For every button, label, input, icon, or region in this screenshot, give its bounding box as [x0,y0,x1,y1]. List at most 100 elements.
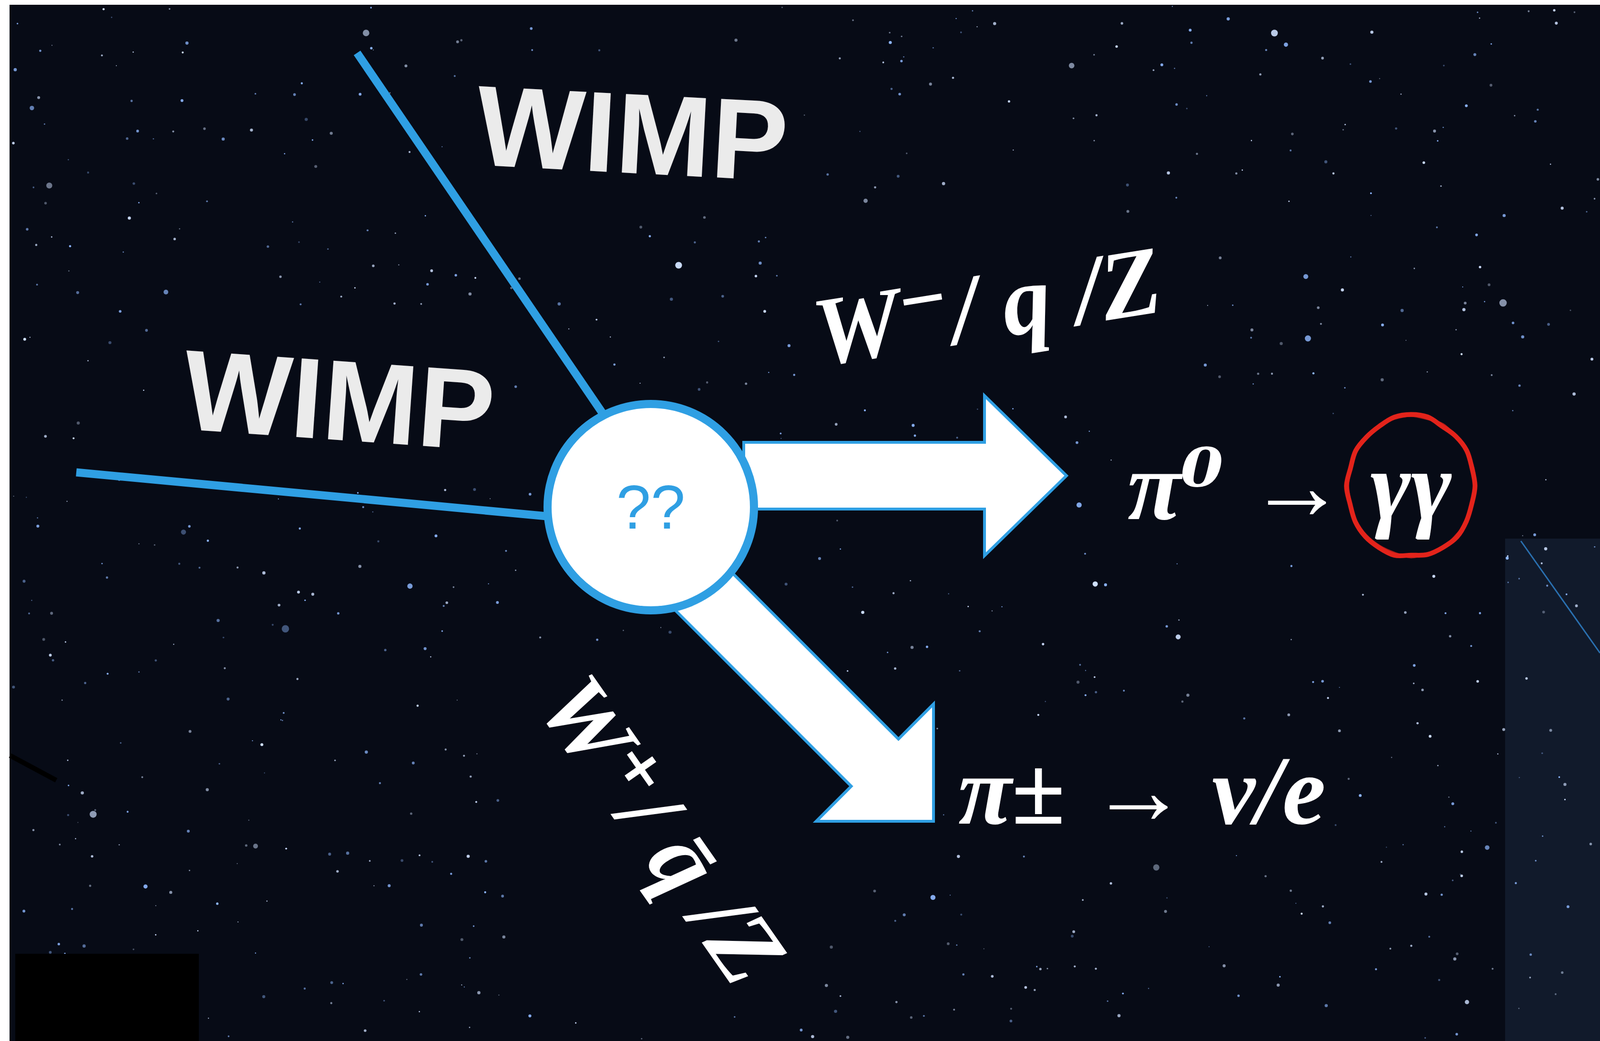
star [1424,1037,1426,1039]
page-margin [0,0,10,1041]
star [1586,211,1588,213]
star [873,186,877,189]
star [1573,11,1576,14]
star [803,114,806,116]
star [30,599,32,601]
star [1564,799,1566,801]
star [484,860,487,863]
star [1093,53,1095,56]
star [1235,172,1238,175]
star [1470,645,1473,647]
star [1410,944,1413,947]
star [1560,971,1564,975]
star [102,8,105,11]
star [154,934,157,936]
star [768,371,770,373]
star [223,667,226,670]
star [498,994,500,996]
star [763,309,767,313]
star [1448,635,1452,638]
star [251,740,253,742]
star [1241,169,1243,171]
star [706,381,709,384]
star [141,776,144,779]
star [1433,129,1436,133]
star [780,438,782,440]
star [1451,802,1455,806]
star [277,604,281,607]
star [1328,921,1332,925]
star [1252,383,1254,385]
star [669,297,674,301]
star [180,99,184,103]
star [453,74,456,77]
star [663,356,665,359]
star [956,855,961,859]
star [418,1011,421,1013]
star [46,182,53,189]
star [1473,53,1477,57]
star [293,93,297,97]
star [469,775,472,779]
star [153,544,156,546]
star [639,382,641,384]
star [955,944,958,946]
star [1347,778,1350,780]
page-margin [0,0,1600,5]
star [838,57,841,60]
star [1512,410,1514,412]
star [895,1001,898,1004]
star [1303,274,1309,279]
star [1316,306,1320,310]
star [424,215,427,217]
star [83,682,87,685]
star [255,952,257,954]
star [89,884,92,888]
star [181,51,184,54]
star [1250,337,1252,339]
star [1475,233,1478,237]
star [1251,140,1253,142]
star [13,68,18,72]
star [1344,123,1346,126]
star [528,492,532,496]
star [528,1014,532,1018]
star [779,432,782,435]
star [900,59,903,62]
star [143,884,148,889]
star [1092,581,1098,587]
star [188,730,192,734]
star [1462,307,1466,312]
star [132,51,134,53]
star [206,539,210,543]
star [846,1035,850,1039]
star [531,49,534,52]
star [1231,304,1234,307]
star [863,198,868,204]
star [215,902,219,905]
star [1436,140,1439,142]
star [1304,335,1312,342]
star [130,99,134,103]
star [1563,783,1567,787]
star [369,6,372,9]
star [1126,183,1129,187]
star [1443,64,1446,67]
star [197,930,199,933]
star [254,92,257,95]
star [1037,714,1040,717]
star [279,275,282,278]
star [1546,584,1549,587]
star [1081,899,1084,902]
star [72,437,75,440]
star [236,566,239,569]
star [1349,63,1352,65]
star [1554,21,1558,25]
star [1380,378,1385,382]
star [1110,459,1112,461]
star [227,1035,230,1038]
star [61,699,63,702]
star [1332,412,1334,415]
star [898,92,902,96]
